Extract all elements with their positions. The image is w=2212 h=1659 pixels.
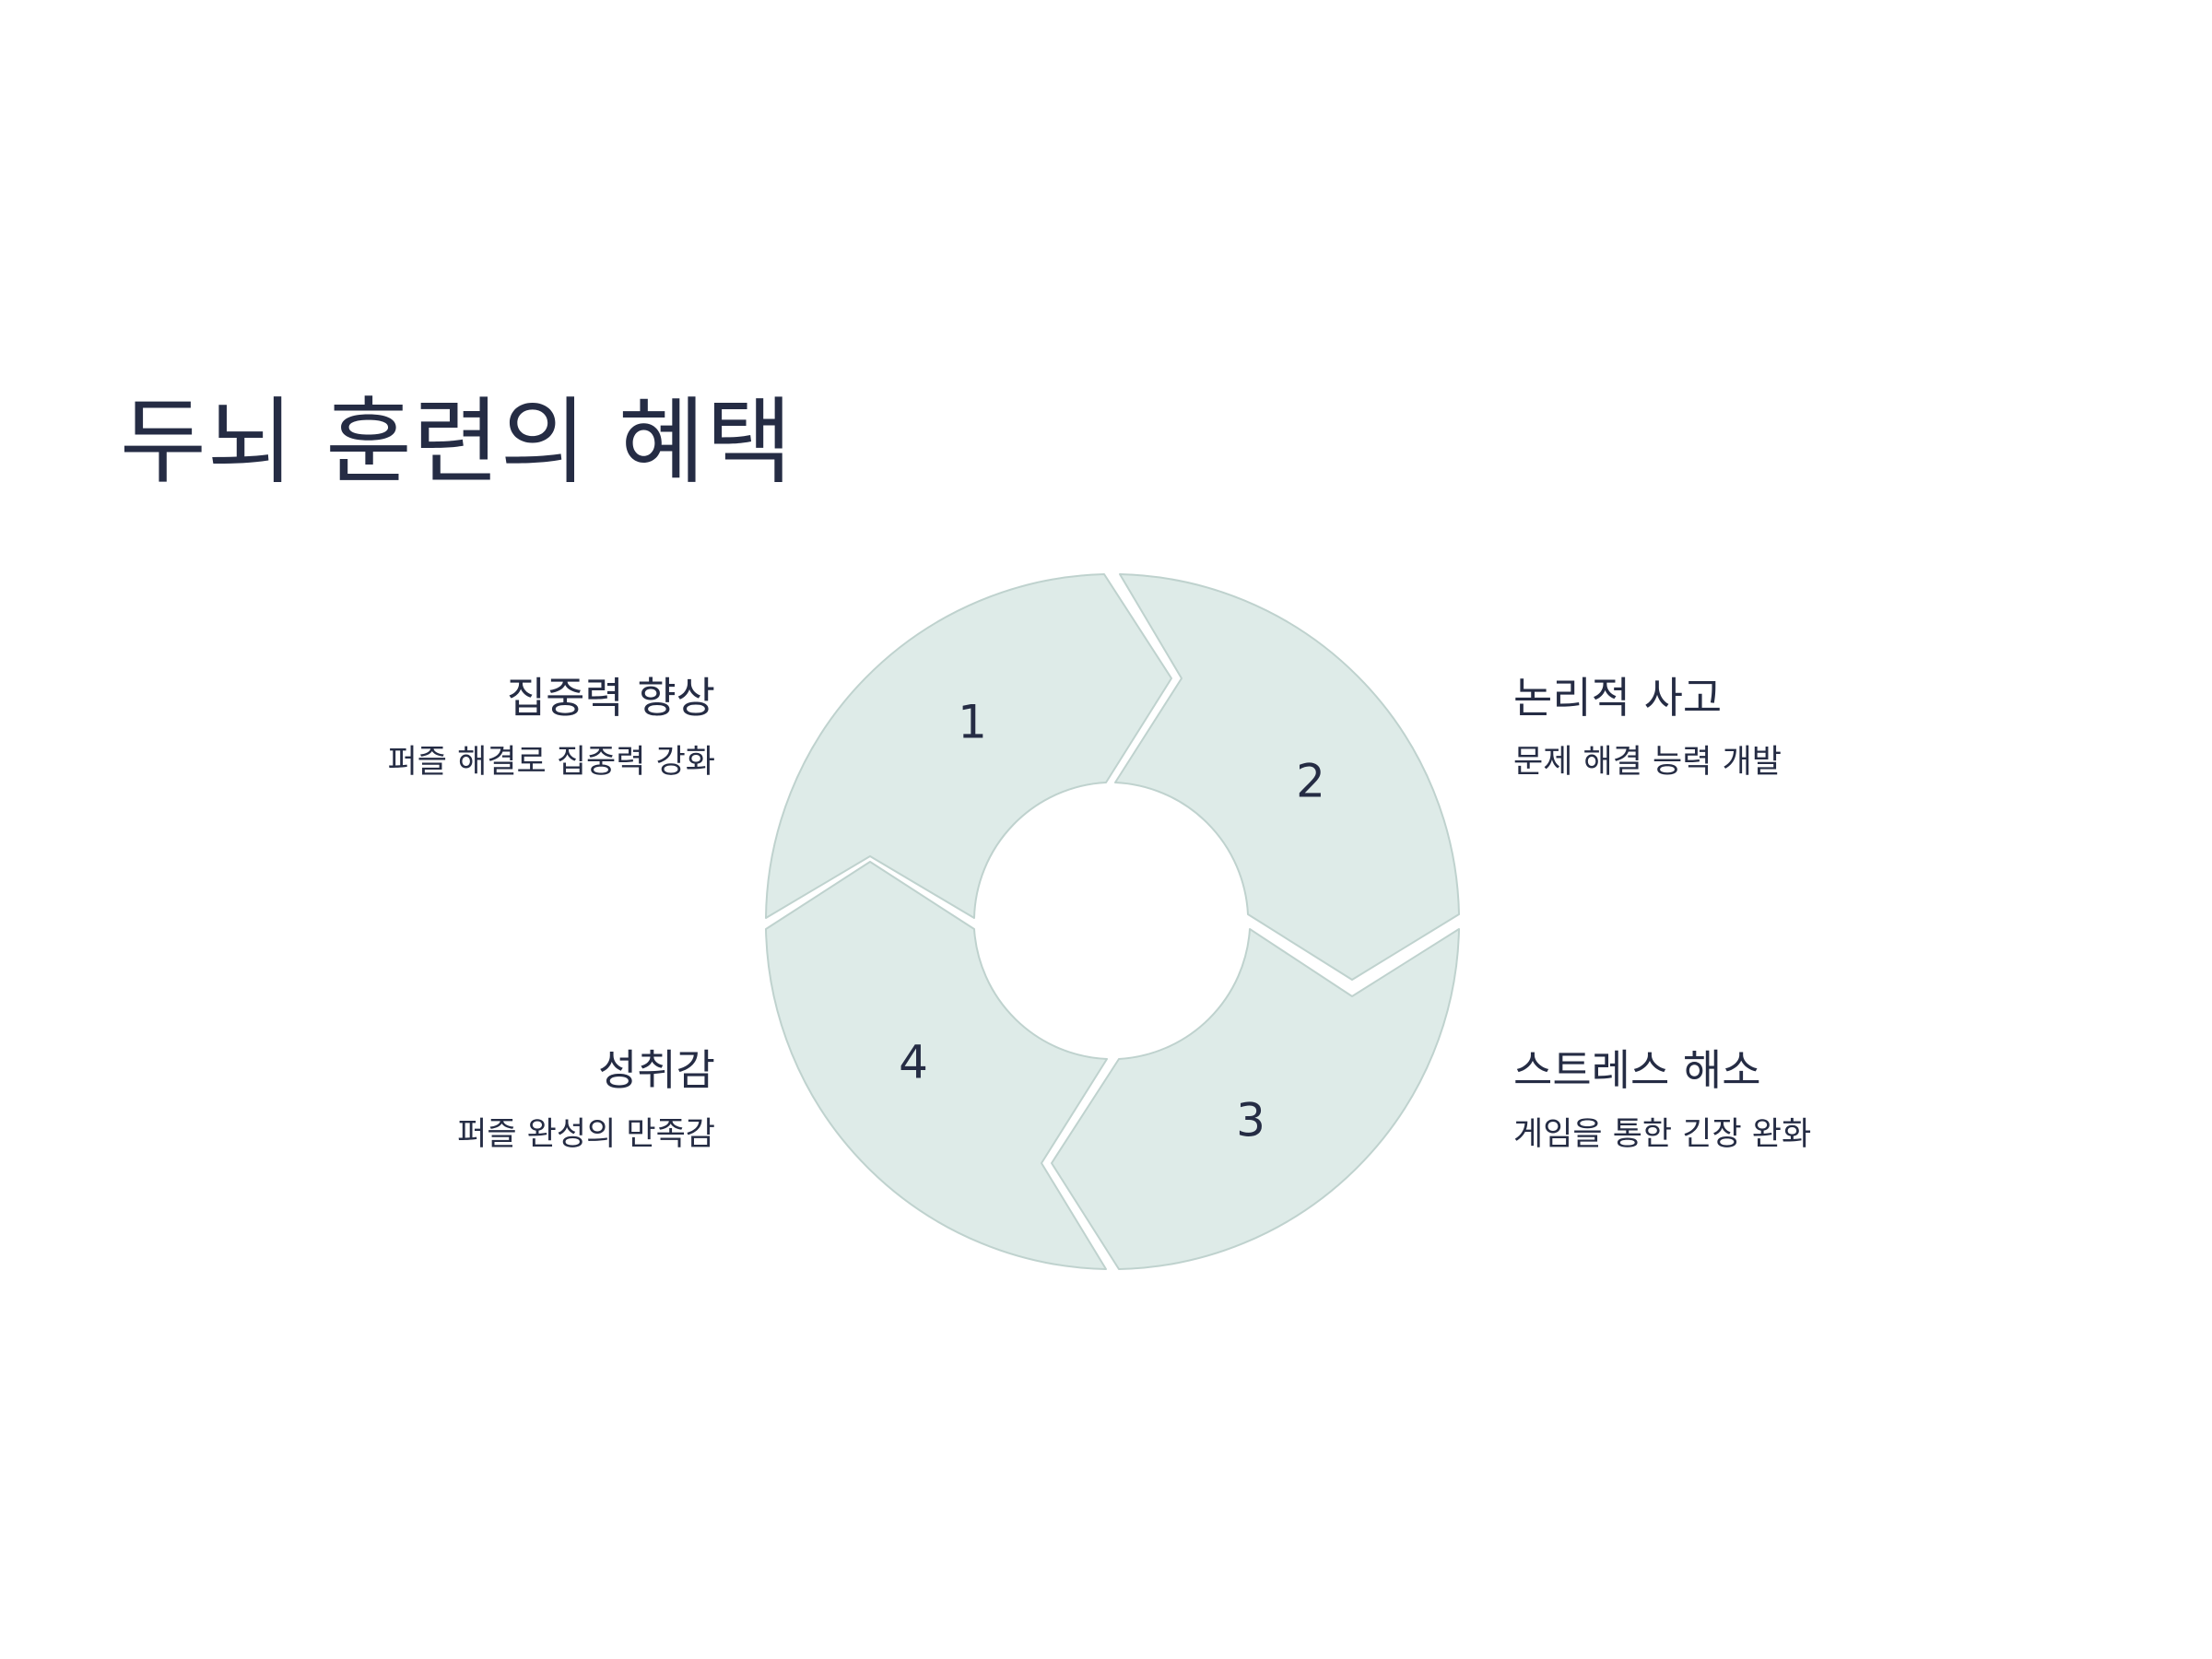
step-label-2: 논리적 사고 문제 해결 능력 개발 (1513, 677, 2177, 779)
cycle-segment-1 (765, 573, 1172, 919)
step-label-3: 스트레스 해소 게임을 통한 긴장 완화 (1513, 1049, 2177, 1151)
step-description-3: 게임을 통한 긴장 완화 (1513, 1116, 1812, 1153)
step-number-1: 1 (958, 696, 987, 749)
step-number-2: 2 (1296, 755, 1325, 808)
step-description-4: 퍼즐 완성의 만족감 (457, 1116, 715, 1153)
page-title: 두뇌 훈련의 혜택 (120, 388, 794, 498)
step-description-1: 퍼즐 해결로 집중력 강화 (387, 744, 715, 781)
step-title-2: 논리적 사고 (1513, 673, 1723, 723)
step-title-1: 집중력 향상 (506, 673, 715, 723)
step-description-2: 문제 해결 능력 개발 (1513, 744, 1782, 781)
step-title-3: 스트레스 해소 (1513, 1045, 1761, 1095)
step-title-4: 성취감 (598, 1045, 715, 1095)
step-number-4: 4 (899, 1036, 928, 1089)
cycle-segment-4 (765, 861, 1108, 1270)
step-label-4: 성취감 퍼즐 완성의 만족감 (52, 1049, 715, 1151)
step-label-1: 집중력 향상 퍼즐 해결로 집중력 강화 (52, 677, 715, 779)
cycle-segment-3 (1051, 928, 1460, 1270)
step-number-3: 3 (1236, 1094, 1265, 1147)
cycle-segment-2 (1114, 573, 1460, 981)
